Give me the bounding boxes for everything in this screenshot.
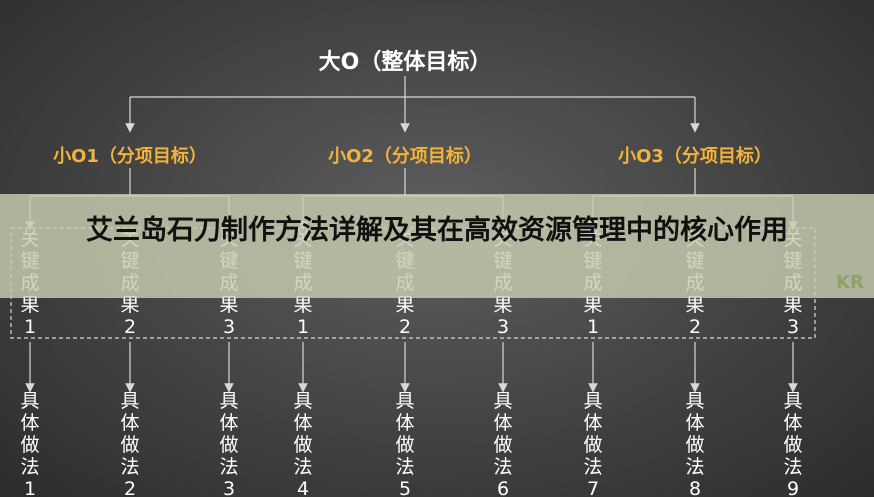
method-8: 具体做法8: [685, 390, 705, 497]
method-7: 具体做法7: [583, 390, 603, 497]
objective-2: 小O2（分项目标）: [328, 146, 482, 167]
method-9: 具体做法9: [783, 390, 803, 497]
method-5: 具体做法5: [395, 390, 415, 497]
method-6: 具体做法6: [493, 390, 513, 497]
objective-3: 小O3（分项目标）: [618, 146, 772, 167]
root-objective: 大O（整体目标）: [318, 50, 492, 75]
objective-1: 小O1（分项目标）: [53, 146, 207, 167]
method-4: 具体做法4: [293, 390, 313, 497]
watermark: KR: [836, 272, 864, 293]
method-1: 具体做法1: [20, 390, 40, 497]
method-3: 具体做法3: [219, 390, 239, 497]
title-banner: [0, 194, 874, 298]
method-2: 具体做法2: [120, 390, 140, 497]
banner-title: 艾兰岛石刀制作方法详解及其在高效资源管理中的核心作用: [86, 215, 788, 246]
